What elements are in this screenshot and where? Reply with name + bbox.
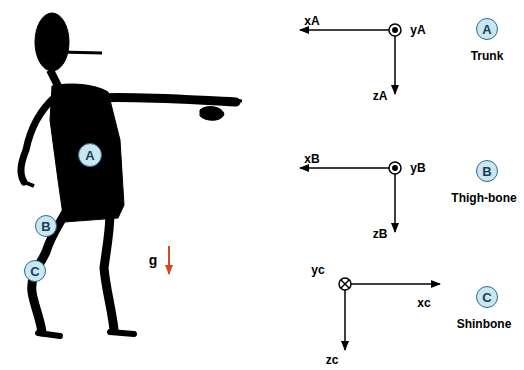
- segment-node: C: [24, 260, 46, 282]
- segment-node: B: [35, 215, 57, 237]
- gravity-arrow: [168, 246, 170, 274]
- gravity-label: g: [149, 252, 158, 268]
- segment-name: Trunk: [471, 49, 504, 63]
- y-axis-label: xc: [417, 296, 430, 310]
- segment-node: CShinbone: [476, 286, 498, 308]
- z-axis-label: zB: [373, 227, 388, 241]
- segment-circle: A: [78, 143, 102, 167]
- segment-node: A: [78, 143, 102, 167]
- segment-name: Shinbone: [457, 317, 512, 331]
- z-axis-label: zc: [326, 353, 339, 367]
- frame-a: [300, 24, 401, 94]
- segment-node: ATrunk: [476, 18, 498, 40]
- y-axis-label: yA: [410, 23, 425, 37]
- x-axis-label: xB: [304, 152, 319, 166]
- segment-name: Thigh-bone: [451, 191, 516, 205]
- y-axis-label: yB: [410, 161, 425, 175]
- segment-node: BThigh-bone: [476, 160, 498, 182]
- segment-circle: C: [476, 286, 498, 308]
- stick-figure: [21, 13, 242, 336]
- frame-b: [300, 162, 401, 232]
- z-axis-label: zA: [373, 89, 388, 103]
- frame-c: [339, 278, 440, 350]
- segment-circle: C: [24, 260, 46, 282]
- segment-circle: A: [476, 18, 498, 40]
- segment-circle: B: [476, 160, 498, 182]
- x-axis-label: yc: [311, 263, 324, 277]
- x-axis-label: xA: [304, 14, 319, 28]
- segment-circle: B: [35, 215, 57, 237]
